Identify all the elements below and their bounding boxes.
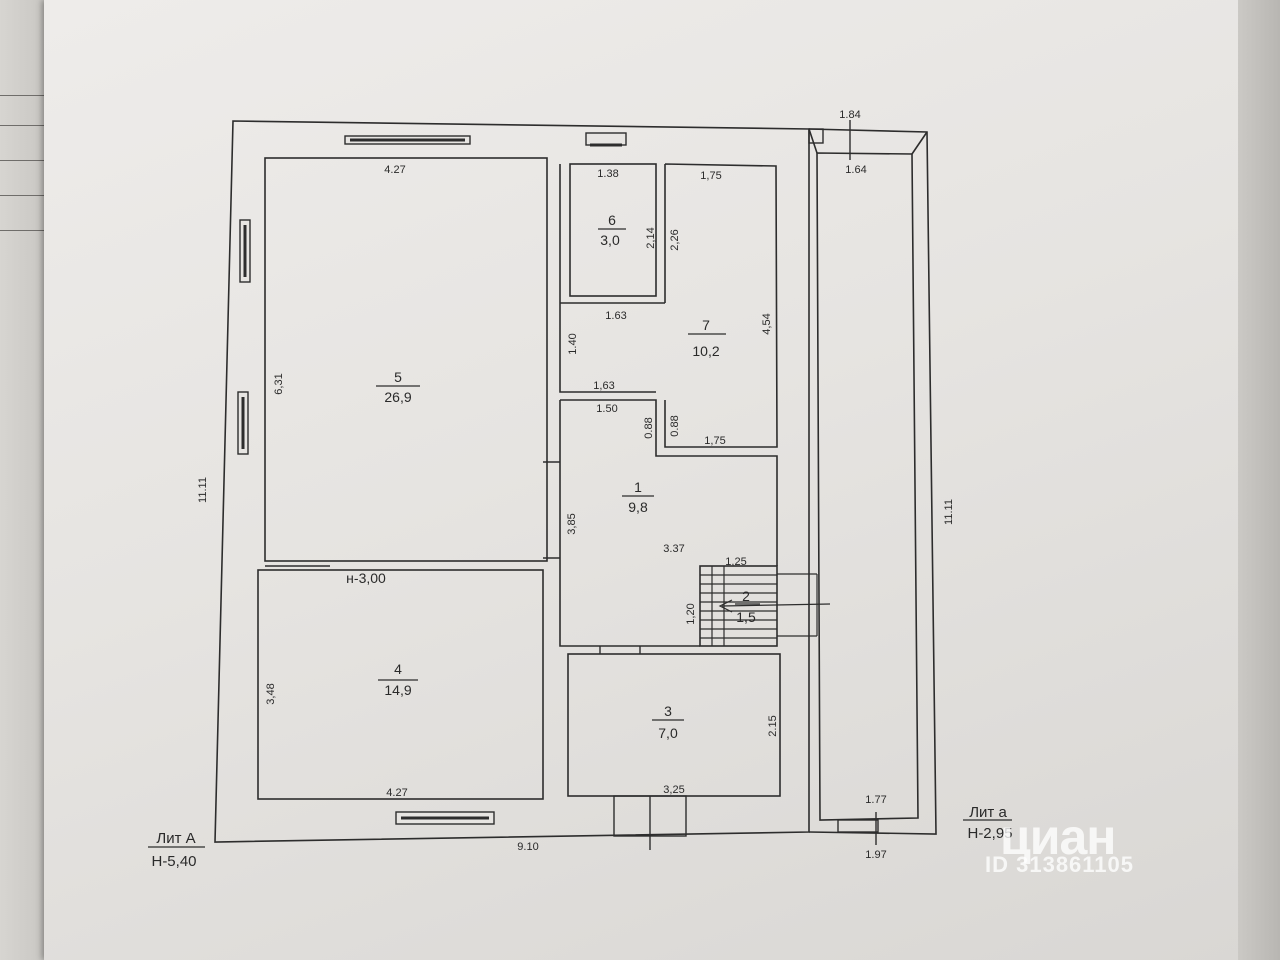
room-6-area: 3,0 — [600, 232, 620, 248]
dim-r4-bottom: 4.27 — [386, 787, 407, 799]
dim-overall-left: 11.11 — [197, 477, 209, 503]
room-3-number: 3 — [664, 703, 672, 719]
room-4-number: 4 — [394, 661, 402, 677]
outer-wall-annex — [808, 128, 937, 835]
dim-r1-top: 1.50 — [596, 403, 617, 415]
cian-logo-watermark: циан — [1000, 809, 1116, 865]
dim-overall-width: 9.10 — [517, 841, 538, 853]
windows — [237, 120, 879, 850]
outer-wall-main — [214, 120, 810, 843]
dim-r7-left: 2,26 — [669, 229, 681, 250]
room-5-area: 26,9 — [384, 389, 411, 405]
dim-r2-left: 1,20 — [685, 603, 697, 624]
corridor — [559, 164, 665, 393]
room-7-number: 7 — [702, 317, 710, 333]
room-3-area: 7,0 — [658, 725, 678, 741]
room-1-number: 1 — [634, 479, 642, 495]
dim-annex-top-outer: 1.84 — [839, 109, 860, 121]
dim-r1-notch-a: 0.88 — [643, 417, 655, 438]
dim-r1-bottom: 3.37 — [663, 543, 684, 555]
room-6-number: 6 — [608, 212, 616, 228]
dim-r6-top: 1.38 — [597, 168, 618, 180]
dim-corr-top: 1.63 — [605, 310, 626, 322]
room-7-area: 10,2 — [692, 343, 719, 359]
annex-inner-wall — [816, 152, 919, 821]
building-a-label: Лит А — [156, 830, 195, 847]
document-sheet-edge — [1238, 0, 1280, 960]
dim-annex-bottom-inner: 1.77 — [865, 794, 886, 806]
dim-r1-notch-b: 0.88 — [669, 415, 681, 436]
room-7 — [664, 163, 778, 448]
room-2-number: 2 — [742, 588, 750, 604]
building-b-height: Н-2,95 — [967, 825, 1012, 842]
document-sheet — [44, 0, 1250, 960]
room-1-area: 9,8 — [628, 499, 648, 515]
dim-r7-bottom: 1,75 — [704, 435, 725, 447]
dim-r2-top: 1,25 — [725, 556, 746, 568]
room-4 — [257, 569, 544, 800]
stair-steps — [700, 566, 831, 646]
left-page-edge — [0, 0, 46, 960]
height-mark: н-3,00 — [346, 570, 386, 586]
room-6 — [569, 163, 657, 297]
room-5-number: 5 — [394, 369, 402, 385]
dim-r7-top: 1,75 — [700, 170, 721, 182]
room-2-area: 1,5 — [736, 609, 756, 625]
building-b-label: Лит а — [969, 804, 1007, 821]
building-a-height: Н-5,40 — [151, 853, 196, 870]
dim-r3-bottom: 3,25 — [663, 784, 684, 796]
dim-r5-left: 6,31 — [273, 373, 285, 394]
room-5 — [264, 157, 548, 562]
room-4-area: 14,9 — [384, 682, 411, 698]
dim-r1-left: 3,85 — [566, 513, 578, 534]
dim-r5-top: 4.27 — [384, 164, 405, 176]
dim-corr-left: 1.40 — [567, 333, 579, 354]
dim-r6-right: 2,14 — [645, 227, 657, 248]
dim-r3-right: 2.15 — [767, 715, 779, 736]
room-1 — [559, 399, 778, 647]
dim-r4-left: 3,48 — [265, 683, 277, 704]
dim-r7-right: 4,54 — [761, 313, 773, 334]
listing-id-watermark: ID 313861105 — [985, 852, 1135, 877]
dim-annex-top-inner: 1.64 — [845, 164, 866, 176]
dim-annex-bottom-outer: 1.97 — [865, 849, 886, 861]
room-2-stairs — [699, 565, 778, 647]
dim-corr-bottom: 1,63 — [593, 380, 614, 392]
dim-overall-right: 11.11 — [943, 499, 955, 525]
